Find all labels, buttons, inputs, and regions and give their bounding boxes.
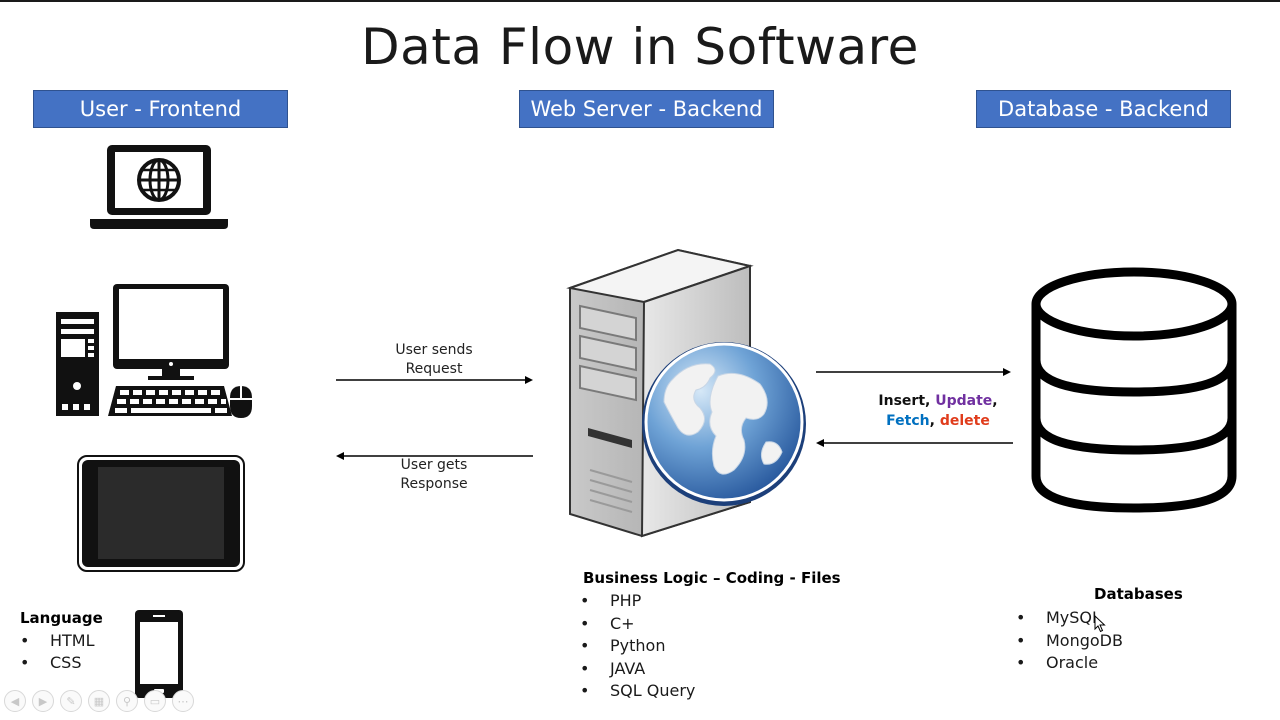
laptop-icon bbox=[90, 145, 228, 229]
crud-fetch: Fetch bbox=[886, 413, 930, 429]
next-slide-button[interactable]: ▶ bbox=[32, 690, 54, 712]
slideshow-toolbar: ◀ ▶ ✎ ▦ ⚲ ▭ ⋯ bbox=[4, 690, 194, 712]
business-logic-list: PHP C+ Python JAVA SQL Query bbox=[580, 590, 695, 703]
language-heading: Language bbox=[20, 609, 103, 627]
database-icon bbox=[1031, 267, 1237, 513]
list-item: HTML bbox=[20, 630, 95, 652]
crud-update: Update bbox=[935, 393, 993, 409]
subtitles-button[interactable]: ▭ bbox=[144, 690, 166, 712]
zoom-button[interactable]: ⚲ bbox=[116, 690, 138, 712]
top-border bbox=[0, 0, 1280, 2]
request-arrow bbox=[336, 376, 533, 384]
see-all-slides-button[interactable]: ▦ bbox=[88, 690, 110, 712]
response-label: User gets Response bbox=[364, 456, 504, 494]
list-item: Oracle bbox=[1016, 652, 1123, 675]
mouse-cursor-icon bbox=[1094, 614, 1106, 633]
page-title: Data Flow in Software bbox=[361, 18, 919, 76]
list-item: Python bbox=[580, 635, 695, 658]
header-user-frontend: User - Frontend bbox=[33, 90, 288, 128]
response-arrow bbox=[336, 452, 533, 460]
list-item: C+ bbox=[580, 613, 695, 636]
desktop-computer-icon bbox=[56, 284, 252, 418]
request-label-line2: Request bbox=[405, 361, 463, 377]
web-server-icon bbox=[566, 248, 806, 538]
header-web-server-backend: Web Server - Backend bbox=[519, 90, 774, 128]
language-list: HTML CSS bbox=[20, 630, 95, 674]
list-item: JAVA bbox=[580, 658, 695, 681]
databases-list: MySQL MongoDB Oracle bbox=[1016, 607, 1123, 675]
list-item: MySQL bbox=[1016, 607, 1123, 630]
response-label-line1: User gets bbox=[400, 457, 468, 473]
request-label-line1: User sends bbox=[395, 342, 473, 358]
response-label-line2: Response bbox=[400, 476, 468, 492]
tablet-icon bbox=[77, 455, 245, 572]
crud-insert: Insert bbox=[878, 393, 926, 409]
crud-operations-label: Insert, Update, Fetch, delete bbox=[878, 393, 998, 429]
list-item: MongoDB bbox=[1016, 630, 1123, 653]
header-database-backend: Database - Backend bbox=[976, 90, 1231, 128]
smartphone-icon bbox=[135, 610, 183, 698]
crud-delete: delete bbox=[939, 413, 990, 429]
list-item: PHP bbox=[580, 590, 695, 613]
business-logic-heading: Business Logic – Coding - Files bbox=[583, 569, 841, 587]
previous-slide-button[interactable]: ◀ bbox=[4, 690, 26, 712]
more-options-button[interactable]: ⋯ bbox=[172, 690, 194, 712]
list-item: CSS bbox=[20, 652, 95, 674]
from-database-arrow bbox=[816, 439, 1013, 447]
databases-heading: Databases bbox=[1094, 585, 1183, 603]
request-label: User sends Request bbox=[364, 341, 504, 379]
to-database-arrow bbox=[816, 368, 1011, 376]
list-item: SQL Query bbox=[580, 680, 695, 703]
pen-tool-button[interactable]: ✎ bbox=[60, 690, 82, 712]
